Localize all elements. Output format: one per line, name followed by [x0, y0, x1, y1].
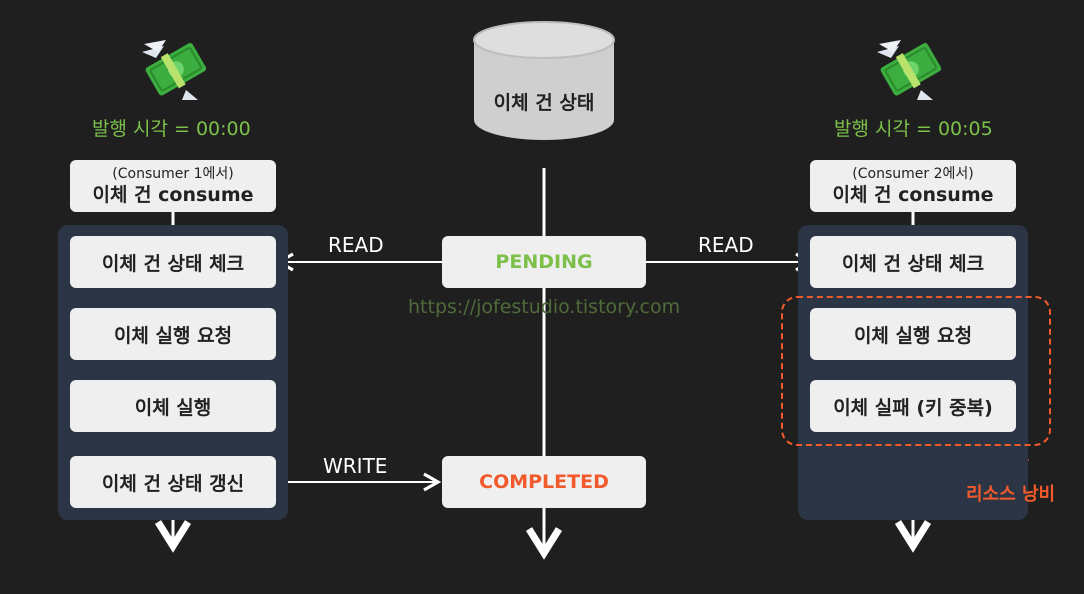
completed-status: COMPLETED	[442, 456, 646, 508]
resource-waste-highlight	[781, 296, 1051, 446]
left-step-box: 이체 건 상태 체크	[70, 236, 276, 288]
left-consume-main: 이체 건 consume	[92, 183, 254, 206]
right-step-box: 이체 실패 (키 중복)	[810, 380, 1016, 432]
left-step-box: 이체 건 상태 갱신	[70, 456, 276, 508]
right-step-box: 이체 실행 요청	[810, 308, 1016, 360]
resource-waste-label: 리소스 낭비	[966, 484, 1056, 505]
database-icon	[473, 21, 615, 140]
right-consume-box: (Consumer 2에서) 이체 건 consume	[810, 160, 1016, 212]
pending-status: PENDING	[442, 236, 646, 288]
right-step-box: 이체 건 상태 체크	[810, 236, 1016, 288]
read-right-label: READ	[698, 233, 754, 257]
database-label: 이체 건 상태	[493, 92, 595, 114]
left-step-box: 이체 실행	[70, 380, 276, 432]
left-consume-box: (Consumer 1에서) 이체 건 consume	[70, 160, 276, 212]
read-left-label: READ	[328, 233, 384, 257]
left-consume-sub: (Consumer 1에서)	[112, 165, 234, 182]
flying-money-icon	[142, 40, 207, 100]
left-step-box: 이체 실행 요청	[70, 308, 276, 360]
right-consume-sub: (Consumer 2에서)	[852, 165, 974, 182]
watermark: https://jofestudio.tistory.com	[408, 296, 681, 318]
right-issue-time: 발행 시각 = 00:05	[834, 118, 993, 140]
flying-money-icon	[877, 40, 942, 100]
write-label: WRITE	[323, 454, 388, 478]
right-consume-main: 이체 건 consume	[832, 183, 994, 206]
left-issue-time: 발행 시각 = 00:00	[92, 118, 251, 140]
